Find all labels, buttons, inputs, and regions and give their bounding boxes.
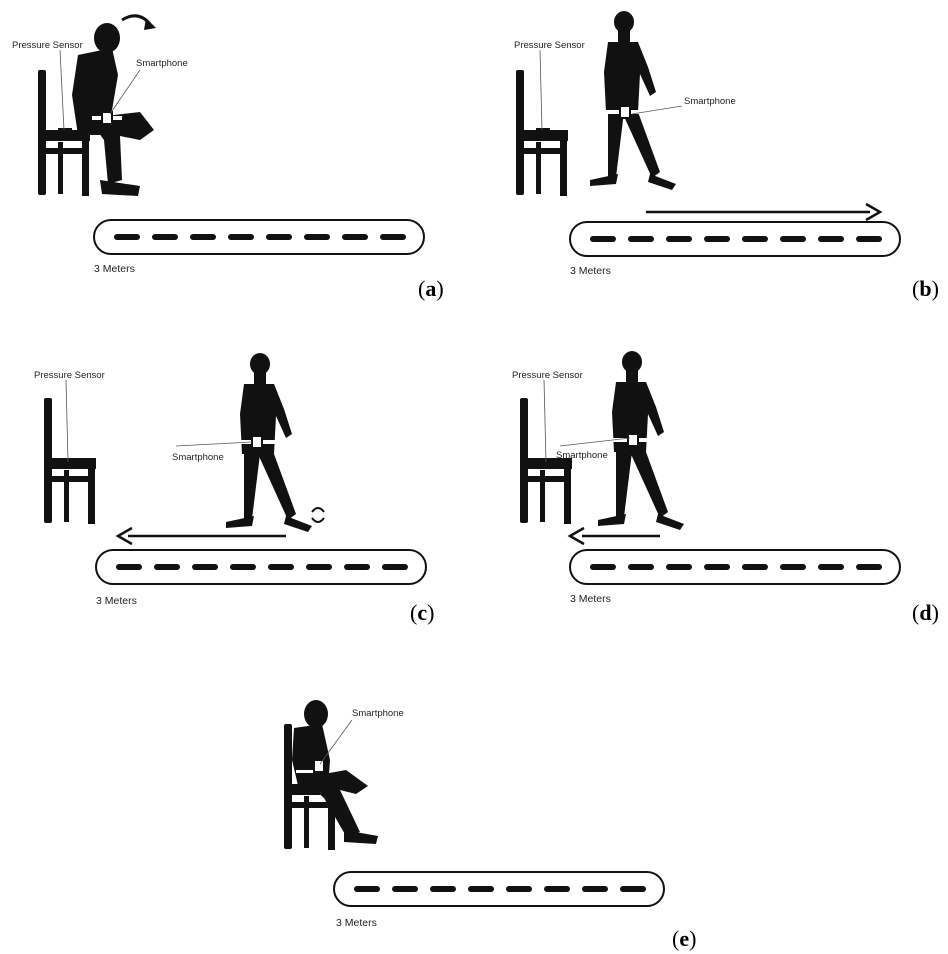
smartphone-device <box>619 105 631 119</box>
distance-label: 3 Meters <box>94 263 135 275</box>
panel-e: Smartphone 3 Meters (e) <box>284 700 696 951</box>
panel-d: Pressure Sensor Smartphone 3 Meters (d) <box>512 351 939 625</box>
walkway <box>333 871 665 907</box>
panel-letter: (b) <box>912 276 939 301</box>
smartphone-device <box>101 111 113 125</box>
person-walking <box>590 11 676 190</box>
arrow-head-icon <box>115 526 133 546</box>
smartphone-device <box>627 433 639 447</box>
pressure-sensor-label: Pressure Sensor <box>512 370 583 381</box>
panel-letter: (c) <box>410 600 434 625</box>
turn-icon <box>311 507 325 523</box>
arrow-head-icon <box>567 526 585 546</box>
leader-line <box>109 69 141 115</box>
pressure-sensor-label: Pressure Sensor <box>514 40 585 51</box>
panel-b: Pressure Sensor Smartphone 3 Meters (b) <box>514 11 939 301</box>
distance-label: 3 Meters <box>336 917 377 929</box>
distance-label: 3 Meters <box>570 593 611 605</box>
leader-line <box>539 49 543 131</box>
smartphone-label: Smartphone <box>684 96 736 107</box>
leader-line <box>59 49 65 131</box>
smartphone-label: Smartphone <box>172 452 224 463</box>
leader-line <box>65 379 69 463</box>
smartphone-device <box>313 759 325 773</box>
panel-letter: (e) <box>672 926 696 951</box>
leader-line <box>631 105 683 115</box>
pressure-sensor <box>58 128 72 134</box>
smartphone-device <box>251 435 263 449</box>
smartphone-label: Smartphone <box>352 708 404 719</box>
smartphone-label: Smartphone <box>136 58 188 69</box>
pressure-sensor <box>538 460 552 466</box>
panel-a: Pressure Sensor Smartphone 3 Meters (a) <box>12 14 444 301</box>
distance-label: 3 Meters <box>570 265 611 277</box>
pressure-sensor-label: Pressure Sensor <box>12 40 83 51</box>
leader-line <box>543 379 547 463</box>
walkway <box>569 221 901 257</box>
smartphone-label: Smartphone <box>556 450 608 461</box>
leader-line <box>175 441 253 447</box>
panel-letter: (a) <box>418 276 444 301</box>
distance-label: 3 Meters <box>96 595 137 607</box>
person-seated <box>292 700 378 844</box>
pressure-sensor <box>62 460 76 466</box>
walkway <box>93 219 425 255</box>
leader-line <box>559 437 631 447</box>
arrow-head-icon <box>144 18 156 30</box>
pressure-sensor-label: Pressure Sensor <box>34 370 105 381</box>
walkway <box>569 549 901 585</box>
leader-line <box>319 719 353 765</box>
panel-c: Pressure Sensor Smartphone 3 Meters (c) <box>34 353 434 625</box>
arrow-head-icon <box>865 202 883 222</box>
pressure-sensor <box>536 128 550 134</box>
panel-letter: (d) <box>912 600 939 625</box>
walkway <box>95 549 427 585</box>
